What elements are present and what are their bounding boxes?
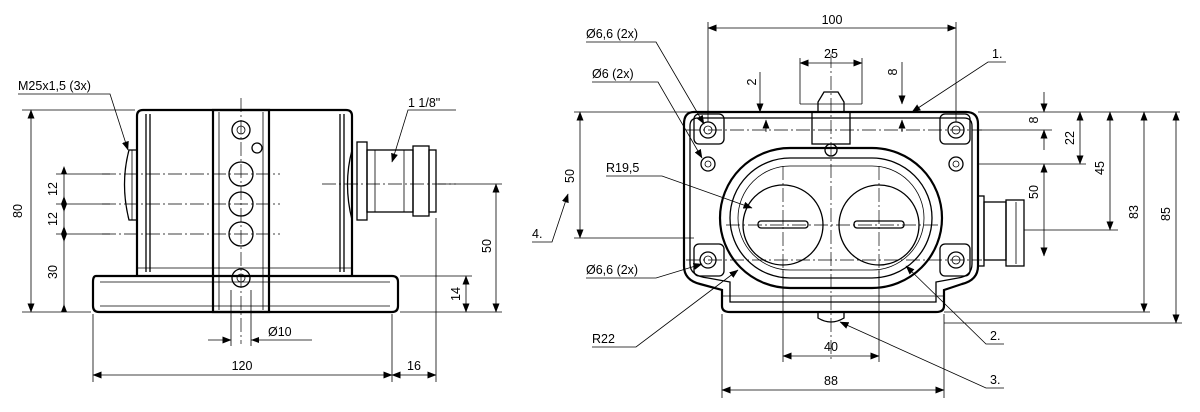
dim-45-label: 45 bbox=[1093, 161, 1107, 175]
dim-80-label: 80 bbox=[11, 204, 25, 218]
side-view bbox=[91, 98, 456, 344]
thread-label: M25x1,5 (3x) bbox=[18, 79, 91, 93]
base-plate bbox=[91, 274, 400, 314]
pipe-label: 1 1/8" bbox=[408, 96, 440, 110]
dim-50-side-label: 50 bbox=[480, 239, 494, 253]
dim-12-bottom-label: 12 bbox=[46, 212, 60, 226]
dim-40-label: 40 bbox=[824, 340, 838, 354]
dim-100-label: 100 bbox=[822, 13, 843, 27]
dim-22-label: 22 bbox=[1063, 131, 1077, 145]
hole-mid-label: Ø6 (2x) bbox=[592, 67, 634, 81]
dim-12-top-label: 12 bbox=[46, 182, 60, 196]
dim-85-label: 85 bbox=[1159, 207, 1173, 221]
hole-bottom-label: Ø6,6 (2x) bbox=[586, 263, 638, 277]
dim-50-right-label: 50 bbox=[1027, 185, 1041, 199]
callout-2: 2. bbox=[990, 329, 1000, 343]
front-view bbox=[682, 54, 1025, 360]
dim-88-label: 88 bbox=[824, 374, 838, 388]
dim-120-label: 120 bbox=[232, 359, 253, 373]
dim-2-label: 2 bbox=[745, 78, 759, 85]
callout-3: 3. bbox=[990, 373, 1000, 387]
housing-outline bbox=[682, 110, 980, 314]
radius-19-label: R19,5 bbox=[606, 161, 639, 175]
dim-16-label: 16 bbox=[407, 359, 421, 373]
dim-14-label: 14 bbox=[449, 287, 463, 301]
callout-4: 4. bbox=[532, 227, 542, 241]
callout-1: 1. bbox=[992, 47, 1002, 61]
dim-8-right-label: 8 bbox=[1027, 116, 1041, 123]
dim-83-label: 83 bbox=[1127, 205, 1141, 219]
dim-30-label: 30 bbox=[46, 265, 60, 279]
dim-8-top-label: 8 bbox=[886, 68, 900, 75]
side-view-dimensions: 80 12 12 30 M25x1,5 (3x) 1 1/8" 50 14 Ø1… bbox=[11, 79, 502, 382]
radius-22-label: R22 bbox=[592, 332, 615, 346]
front-view-dimensions: 100 25 2 8 8 22 50 45 83 85 bbox=[532, 13, 1182, 398]
dim-hole-label: Ø10 bbox=[268, 325, 292, 339]
dim-25-label: 25 bbox=[824, 47, 838, 61]
cavity bbox=[718, 146, 944, 290]
dim-50-left-label: 50 bbox=[563, 169, 577, 183]
hole-top-label: Ø6,6 (2x) bbox=[586, 27, 638, 41]
